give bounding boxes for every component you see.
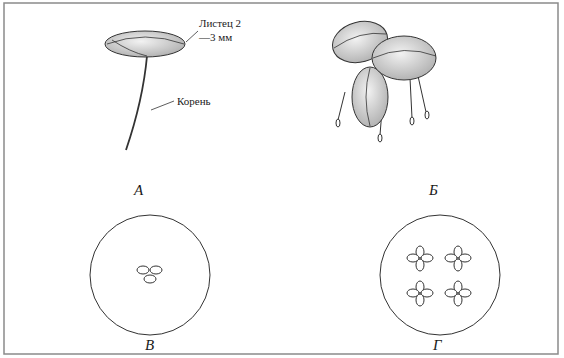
- petri-dish: [90, 215, 210, 335]
- panel-letter: Г: [433, 336, 442, 354]
- petri-dish: [380, 215, 500, 335]
- frame: [4, 3, 558, 354]
- single-frond: [105, 31, 198, 150]
- panel-letter: В: [145, 336, 154, 354]
- panel-letter: Б: [429, 181, 438, 199]
- frond-cluster: [328, 15, 436, 142]
- part-label: Корень: [177, 94, 211, 108]
- panel-letter: А: [134, 181, 143, 199]
- part-label: Листец 2—3 мм: [199, 16, 251, 44]
